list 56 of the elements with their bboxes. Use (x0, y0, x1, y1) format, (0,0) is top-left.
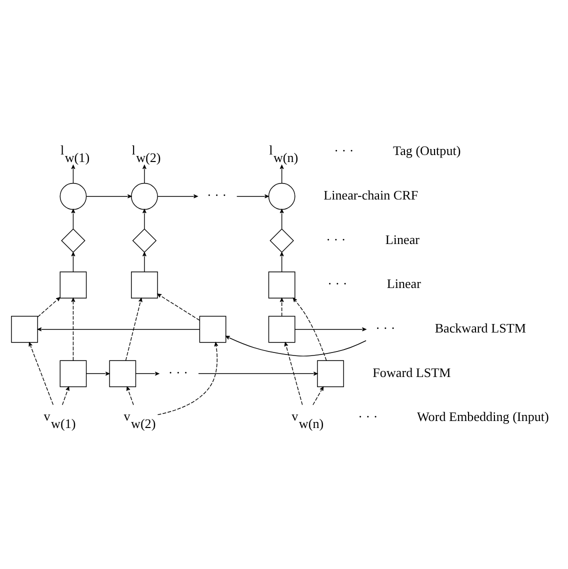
node-box (268, 271, 296, 298)
label: · · · (326, 231, 346, 246)
label: · · · (328, 276, 348, 291)
arrow (71, 208, 76, 229)
label: · · · (358, 408, 378, 424)
arrow (280, 297, 284, 316)
node-circle (60, 182, 87, 210)
node-diamond (132, 228, 157, 252)
label: Linear-chain CRF (324, 187, 418, 202)
node-text: · · · (376, 320, 396, 336)
arrow (280, 208, 284, 229)
arrow (157, 342, 218, 415)
arrow (28, 342, 54, 405)
label: Word Embedding (Input) (417, 408, 549, 424)
arrow (125, 297, 142, 360)
node-box (60, 271, 87, 298)
arrow (142, 208, 146, 229)
arrow (86, 194, 132, 198)
node-box (11, 315, 38, 342)
node-box (60, 360, 87, 387)
arrow (126, 386, 134, 405)
arrow (280, 252, 284, 272)
arrow (62, 386, 70, 405)
node-diamond (61, 228, 86, 252)
node-box (131, 271, 158, 298)
label: Tag (Output) (393, 142, 461, 158)
arrow (71, 164, 76, 184)
arrow (135, 371, 160, 376)
node-box (199, 315, 226, 342)
node-circle (268, 182, 296, 210)
label: Foward LSTM (372, 364, 451, 380)
arrow (71, 252, 76, 272)
node-text: · · · (168, 364, 188, 380)
node-box (268, 315, 296, 342)
arrow (71, 297, 76, 360)
arrow (86, 371, 110, 376)
node-box (109, 360, 136, 387)
label: Linear (385, 231, 420, 246)
arrow (198, 371, 318, 376)
node-circle (131, 182, 158, 210)
arrow (280, 164, 284, 184)
arrow (294, 326, 366, 331)
label: Backward LSTM (434, 320, 526, 336)
node-diamond (270, 228, 294, 252)
arrow (142, 164, 146, 184)
arrow (236, 194, 269, 198)
arrow (142, 252, 146, 272)
arrow (37, 296, 60, 317)
arrow (37, 326, 200, 331)
arrow (157, 293, 200, 320)
label: · · · (334, 142, 354, 158)
arrow (157, 194, 198, 198)
label: Linear (386, 276, 421, 291)
node-box (317, 360, 344, 387)
node-text: · · · (206, 187, 227, 202)
arrow (312, 386, 324, 405)
